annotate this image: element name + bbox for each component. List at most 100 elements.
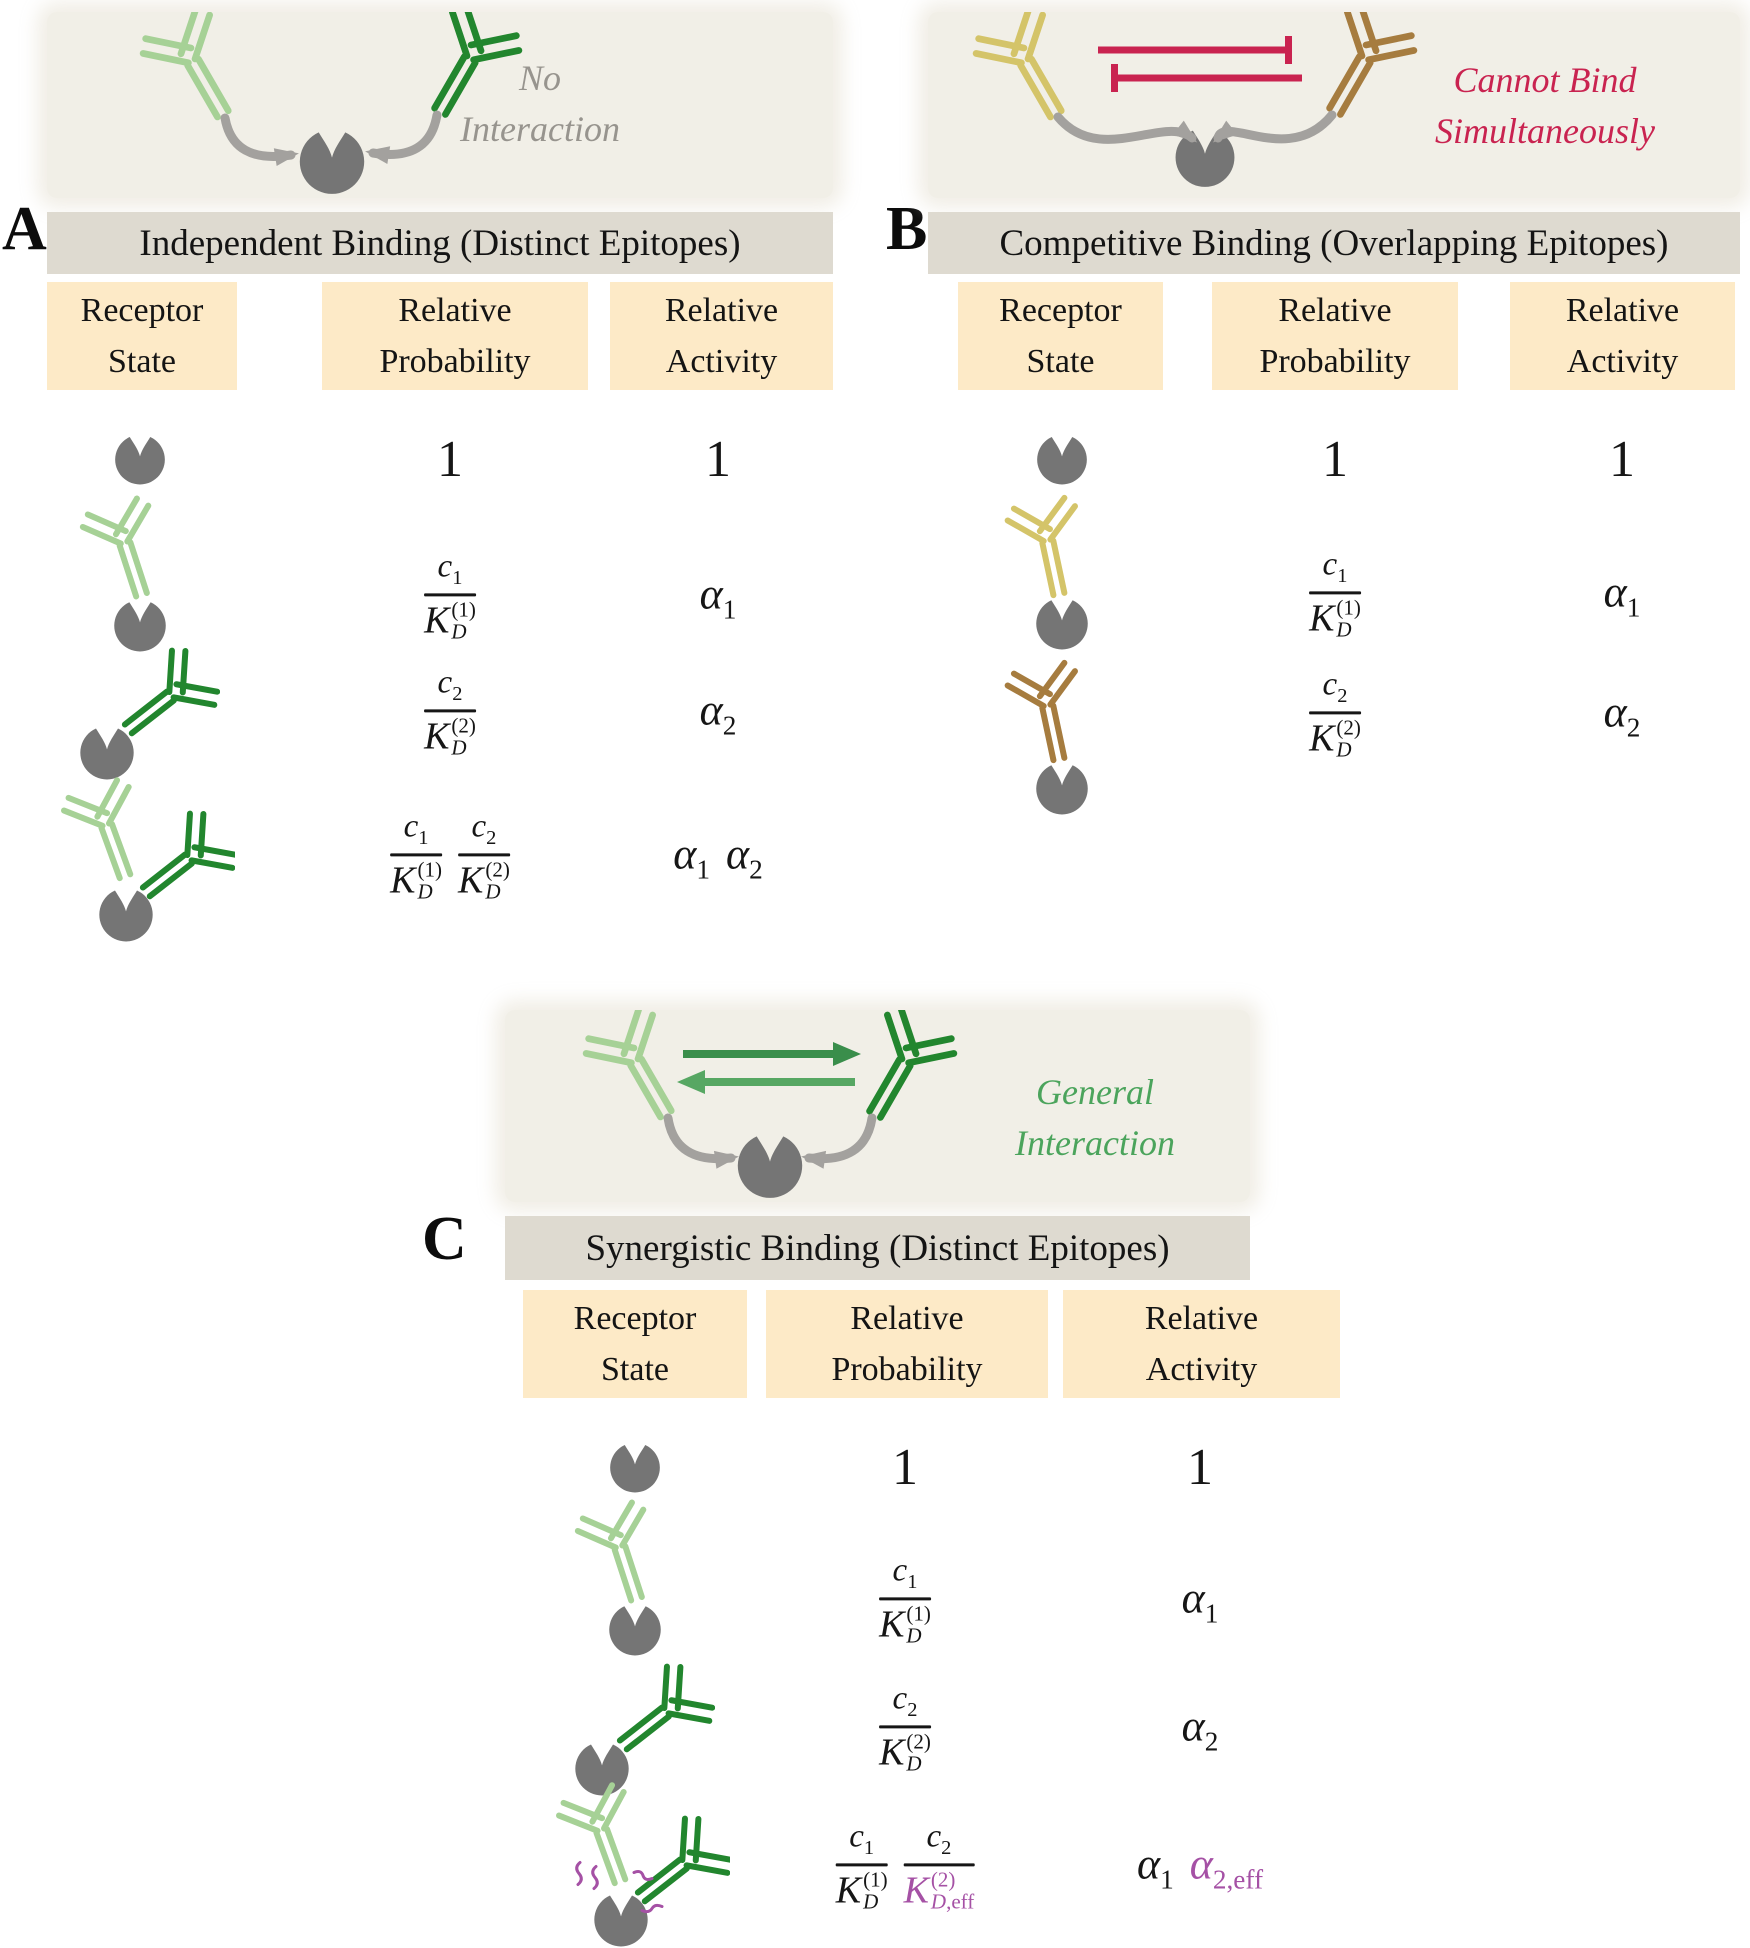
fraction-bar (879, 1725, 931, 1729)
receptor-icon (594, 1895, 648, 1947)
fraction-bar (903, 1863, 975, 1867)
receptor-icon (1036, 765, 1088, 815)
panel-title-bar: Synergistic Binding (Distinct Epitopes) (505, 1216, 1250, 1280)
scene-caption-line: Interaction (1015, 1123, 1175, 1163)
receptor-icon (1037, 436, 1087, 485)
panel-title-bar: Competitive Binding (Overlapping Epitope… (928, 212, 1740, 274)
scene-illustration (47, 12, 833, 198)
exchange-arrow-icon (683, 1042, 861, 1066)
column-header-line: Activity (665, 343, 778, 380)
binding-arrow-icon (220, 113, 299, 167)
panel-title: Competitive Binding (Overlapping Epitope… (999, 222, 1669, 264)
binding-arrow-icon (1053, 112, 1198, 144)
state-icon-both-bound-effective (540, 1781, 730, 1948)
column-header-line: Probability (379, 343, 531, 380)
state-icon-receptor-unbound (113, 431, 167, 490)
activity-term: α2,eff (1189, 1839, 1264, 1895)
activity-term: α2 (699, 685, 737, 741)
fraction-bar (424, 709, 476, 713)
column-header-line: Receptor (999, 292, 1122, 329)
activity-one: 1 (1187, 1439, 1213, 1496)
interaction-squiggle-icon (575, 1861, 664, 1914)
activity-term: α2 (1181, 1701, 1219, 1757)
binding-arrow-icon (663, 1113, 739, 1169)
panel-title: Synergistic Binding (Distinct Epitopes) (585, 1227, 1170, 1269)
receptor-icon (80, 728, 134, 780)
fraction-bar (1309, 711, 1361, 715)
receptor-icon (610, 1444, 660, 1493)
activity-value: α2 (1182, 1704, 1219, 1755)
column-header-line: Probability (1259, 343, 1411, 380)
scene-caption-line: Simultaneously (1435, 111, 1655, 151)
column-header-line: State (108, 343, 176, 380)
scene-caption-line: Interaction (460, 109, 620, 149)
antibody-icon (137, 12, 255, 133)
activity-value: α1 (1604, 570, 1641, 621)
panel-title: Independent Binding (Distinct Epitopes) (139, 222, 741, 264)
probability-value: 1 (1322, 434, 1348, 486)
activity-term: α1 (1603, 567, 1641, 623)
column-header-line: State (601, 1351, 669, 1388)
fraction-bar (424, 593, 476, 597)
activity-value: α1 α2,eff (1137, 1842, 1263, 1893)
column-header-line: Receptor (80, 292, 204, 329)
state-icon-receptor-unbound (1035, 431, 1089, 490)
probability-one: 1 (437, 431, 463, 488)
activity-value: 1 (1609, 434, 1635, 486)
scene-caption-line: General (1036, 1071, 1154, 1112)
column-header-line: Relative (398, 292, 512, 329)
receptor-icon (1036, 600, 1088, 650)
panel-title-bar: Independent Binding (Distinct Epitopes) (47, 212, 833, 274)
activity-term: α1 (699, 569, 737, 625)
activity-value: α1 (700, 572, 737, 623)
activity-term: α2 (1603, 687, 1641, 743)
activity-term: α1 (1136, 1839, 1174, 1895)
column-header-line: Relative (1565, 292, 1680, 329)
activity-one: 1 (1609, 431, 1635, 488)
antibody-icon (970, 12, 1088, 133)
activity-value: α1 (1182, 1576, 1219, 1627)
antibody-icon (580, 1010, 698, 1133)
scene-art (47, 12, 833, 194)
probability-one: 1 (892, 1439, 918, 1496)
fraction-bar (458, 853, 510, 857)
scene-illustration (928, 12, 1740, 198)
exchange-arrow-icon (677, 1070, 855, 1094)
scene-caption-line: Cannot Bind (1453, 59, 1637, 100)
receptor-icon (737, 1136, 803, 1198)
panel-label-B: B (886, 195, 928, 263)
column-header-line: Receptor (573, 1300, 697, 1337)
antibody-icon (60, 777, 156, 888)
column-header-line: State (1026, 343, 1095, 380)
fraction-bar (390, 853, 442, 857)
probability-one: 1 (1322, 431, 1348, 488)
state-icon-both-bound (45, 776, 235, 951)
column-header-line: Activity (1145, 1351, 1258, 1388)
antibody-icon (1006, 661, 1093, 766)
antibody-icon (1006, 496, 1093, 601)
state-icon-antibody1-bound (987, 494, 1137, 659)
receptor-icon (1175, 130, 1235, 187)
